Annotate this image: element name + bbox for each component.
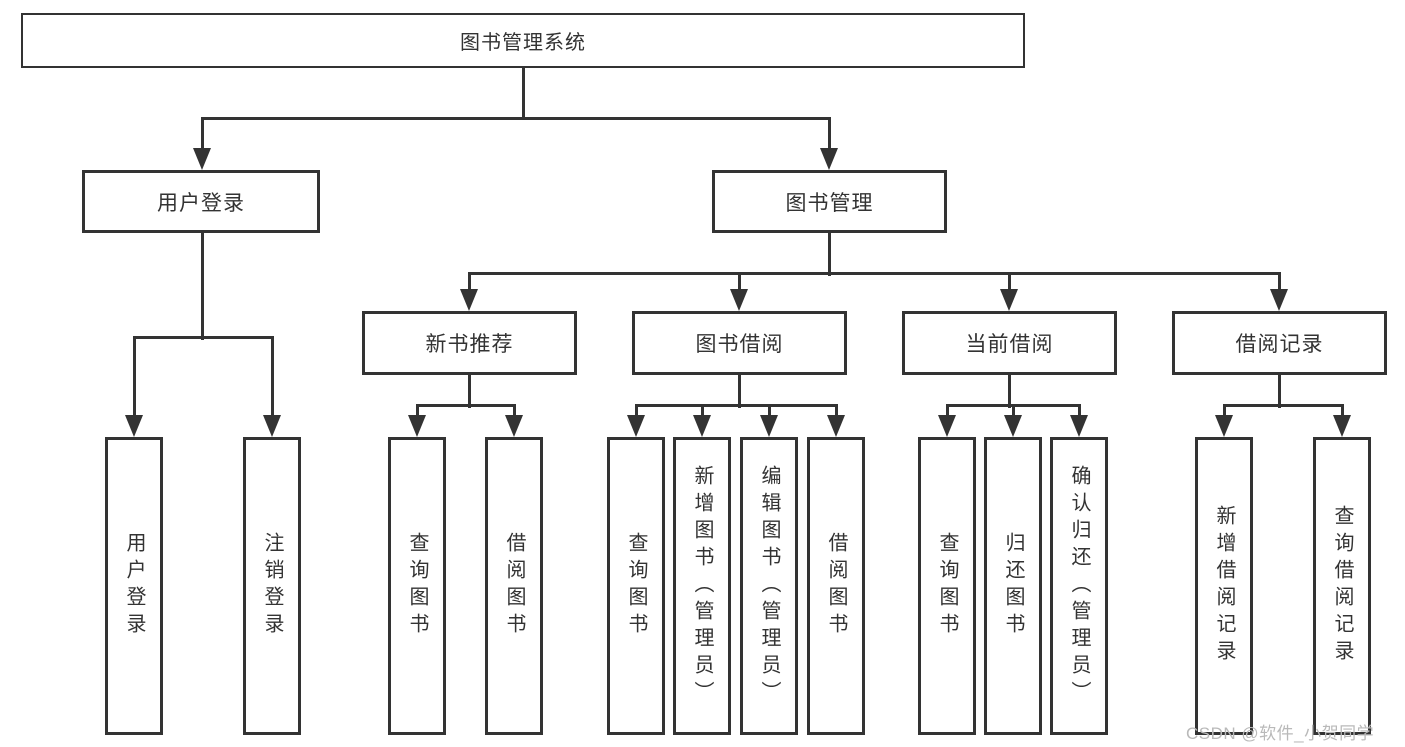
connector-line: [512, 405, 516, 417]
connector-line: [467, 375, 471, 408]
leaf-edit-book-admin: 编辑图书（管理员）: [740, 437, 798, 735]
leaf-add-borrow-record: 新增借阅记录: [1195, 437, 1253, 735]
connector-line: [415, 405, 419, 417]
leaf-query-book-current: 查询图书: [918, 437, 976, 735]
arrowhead-icon: [820, 148, 838, 170]
node-label: 注销登录: [261, 532, 283, 640]
node-label: 查询图书: [625, 532, 647, 640]
node-label: 查询图书: [936, 532, 958, 640]
node-label: 用户登录: [157, 191, 245, 215]
connector-line: [1277, 375, 1281, 408]
leaf-logout: 注销登录: [243, 437, 301, 735]
arrowhead-icon: [1215, 415, 1233, 437]
leaf-return-book: 归还图书: [984, 437, 1042, 735]
connector-line: [1011, 405, 1015, 417]
arrowhead-icon: [760, 415, 778, 437]
connector-line: [132, 337, 136, 417]
leaf-borrow-book-recommend: 借阅图书: [485, 437, 543, 735]
arrowhead-icon: [460, 289, 478, 311]
arrowhead-icon: [827, 415, 845, 437]
node-book-management: 图书管理: [712, 170, 947, 233]
connector-line: [1077, 405, 1081, 417]
node-label: 借阅图书: [825, 532, 847, 640]
connector-line: [1222, 403, 1344, 407]
connector-line: [270, 337, 274, 417]
arrowhead-icon: [125, 415, 143, 437]
connector-line: [945, 405, 949, 417]
node-label: 借阅图书: [503, 532, 525, 640]
node-label: 图书管理系统: [460, 32, 586, 54]
connector-line: [827, 233, 831, 276]
arrowhead-icon: [627, 415, 645, 437]
node-label: 新书推荐: [425, 333, 514, 356]
connector-line: [200, 116, 831, 120]
connector-line: [737, 273, 741, 291]
arrowhead-icon: [1000, 289, 1018, 311]
node-label: 查询借阅记录: [1331, 505, 1353, 667]
node-label: 归还图书: [1002, 532, 1024, 640]
arrowhead-icon: [1270, 289, 1288, 311]
node-new-book-recommend: 新书推荐: [362, 311, 577, 375]
connector-line: [521, 68, 525, 120]
node-label: 查询图书: [406, 532, 428, 640]
node-user-login: 用户登录: [82, 170, 320, 233]
leaf-confirm-return-admin: 确认归还（管理员）: [1050, 437, 1108, 735]
connector-line: [827, 118, 831, 150]
connector-line: [132, 335, 274, 339]
leaf-query-borrow-record: 查询借阅记录: [1313, 437, 1371, 735]
arrowhead-icon: [693, 415, 711, 437]
arrowhead-icon: [938, 415, 956, 437]
leaf-query-book-recommend: 查询图书: [388, 437, 446, 735]
leaf-user-login: 用户登录: [105, 437, 163, 735]
connector-line: [767, 405, 771, 417]
arrowhead-icon: [193, 148, 211, 170]
node-label: 图书借阅: [695, 333, 784, 356]
node-label: 用户登录: [123, 532, 145, 640]
arrowhead-icon: [1004, 415, 1022, 437]
arrowhead-icon: [263, 415, 281, 437]
node-borrow-records: 借阅记录: [1172, 311, 1387, 375]
connector-line: [634, 403, 838, 407]
connector-line: [1277, 273, 1281, 291]
arrowhead-icon: [1333, 415, 1351, 437]
connector-line: [1007, 375, 1011, 408]
node-current-borrowing: 当前借阅: [902, 311, 1117, 375]
node-label: 确认归还（管理员）: [1068, 464, 1090, 708]
connector-line: [467, 271, 1281, 275]
arrowhead-icon: [1070, 415, 1088, 437]
connector-line: [415, 403, 516, 407]
leaf-borrow-book: 借阅图书: [807, 437, 865, 735]
connector-line: [634, 405, 638, 417]
arrowhead-icon: [408, 415, 426, 437]
node-label: 新增图书（管理员）: [691, 464, 713, 708]
csdn-watermark: CSDN @软件_小贺同学: [1186, 724, 1375, 743]
connector-line: [1340, 405, 1344, 417]
connector-line: [1007, 273, 1011, 291]
connector-line: [467, 273, 471, 291]
node-book-borrowing: 图书借阅: [632, 311, 847, 375]
node-label: 新增借阅记录: [1213, 505, 1235, 667]
connector-line: [1222, 405, 1226, 417]
arrowhead-icon: [730, 289, 748, 311]
leaf-query-book-borrowing: 查询图书: [607, 437, 665, 735]
leaf-add-book-admin: 新增图书（管理员）: [673, 437, 731, 735]
connector-line: [834, 405, 838, 417]
node-library-management-system: 图书管理系统: [21, 13, 1025, 68]
connector-line: [200, 233, 204, 340]
node-label: 编辑图书（管理员）: [758, 464, 780, 708]
node-label: 借阅记录: [1235, 333, 1324, 356]
node-label: 图书管理: [785, 191, 874, 215]
connector-line: [737, 375, 741, 408]
connector-line: [200, 118, 204, 150]
node-label: 当前借阅: [965, 333, 1054, 356]
arrowhead-icon: [505, 415, 523, 437]
connector-line: [700, 405, 704, 417]
